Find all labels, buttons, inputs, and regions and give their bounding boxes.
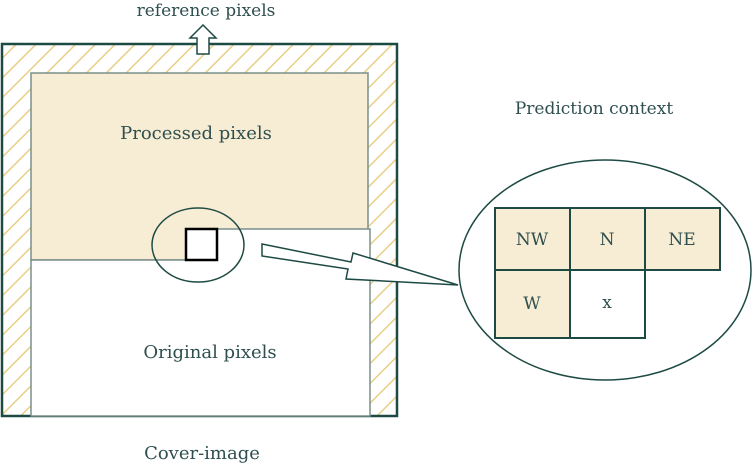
- context-label-ne: NE: [668, 230, 695, 250]
- context-cell-n: [569, 207, 646, 271]
- context-label-nw: NW: [516, 230, 549, 250]
- context-label-x: x: [602, 293, 612, 313]
- prediction-context-label: Prediction context: [515, 99, 674, 119]
- current-pixel: [184, 227, 219, 262]
- processed-pixels-label: Processed pixels: [120, 123, 272, 144]
- reference-pixels-label: reference pixels: [137, 1, 276, 21]
- context-label-n: N: [600, 230, 615, 250]
- context-cell-ne: [644, 207, 721, 271]
- context-label-w: W: [523, 294, 541, 314]
- context-cell-x: [569, 269, 646, 339]
- context-cell-w: [494, 269, 571, 339]
- reference-arrow: [188, 23, 218, 55]
- zoom-arrow: [261, 243, 459, 286]
- zoom-ellipse: [151, 207, 245, 283]
- original-pixels-label: Original pixels: [143, 342, 276, 363]
- cover-image-label: Cover-image: [144, 443, 260, 464]
